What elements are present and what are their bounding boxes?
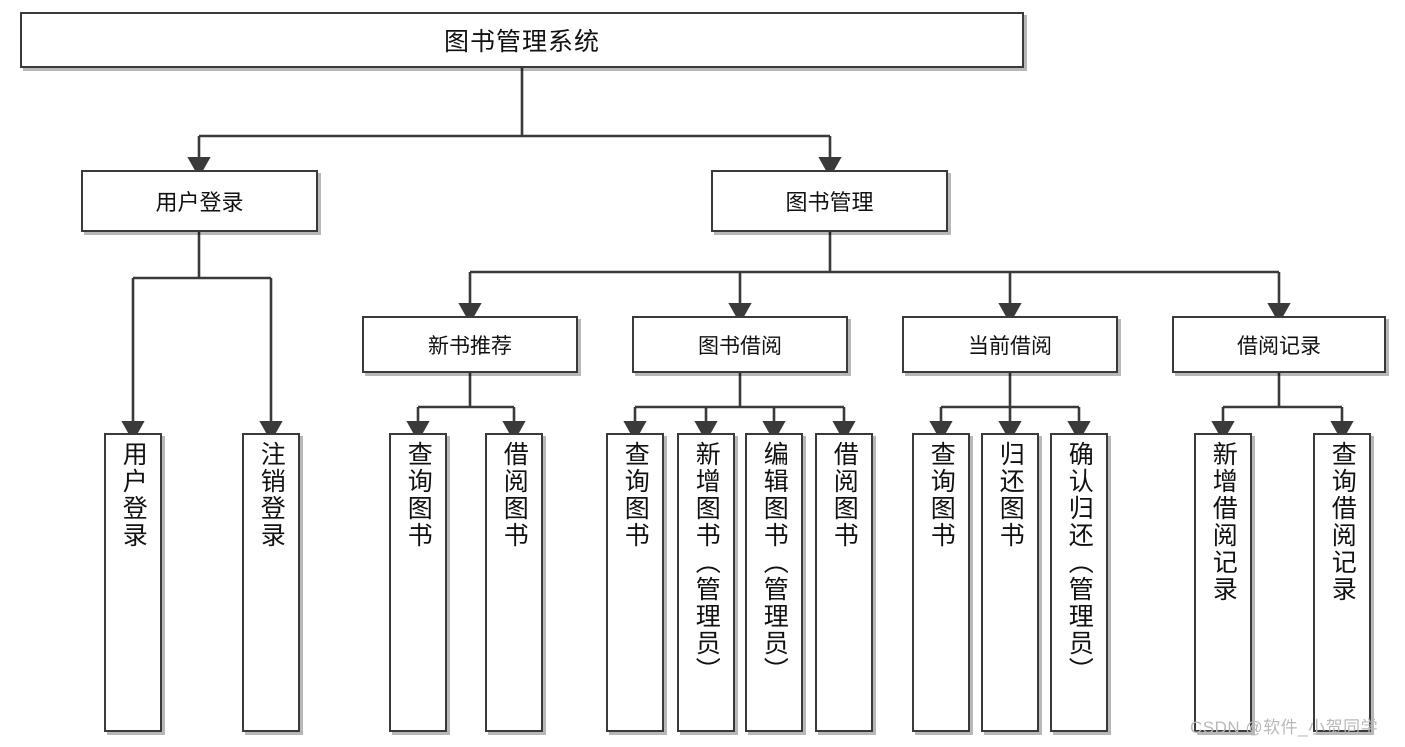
node-label: 用户登录: [119, 441, 148, 549]
node-label: 编辑图书（管理员）: [760, 441, 789, 684]
leaf-borrow-query-book[interactable]: 查询图书: [606, 433, 664, 732]
node-label: 新书推荐: [428, 334, 512, 358]
leaf-current-return-book[interactable]: 归还图书: [981, 433, 1039, 732]
node-label: 归还图书: [996, 441, 1025, 549]
node-book-borrow[interactable]: 图书借阅: [632, 316, 848, 373]
leaf-borrow-borrow-book[interactable]: 借阅图书: [815, 433, 873, 732]
node-root[interactable]: 图书管理系统: [20, 12, 1024, 68]
leaf-new-book-query[interactable]: 查询图书: [389, 433, 447, 732]
leaf-current-query-book[interactable]: 查询图书: [912, 433, 970, 732]
node-label: 借阅记录: [1237, 334, 1321, 358]
leaf-user-logout[interactable]: 注销登录: [242, 433, 300, 732]
node-label: 注销登录: [257, 441, 286, 549]
node-label: 查询图书: [621, 441, 650, 549]
node-label: 查询图书: [927, 441, 956, 549]
leaf-current-confirm-return[interactable]: 确认归还（管理员）: [1050, 433, 1108, 732]
node-label: 当前借阅: [968, 334, 1052, 358]
leaf-borrow-add-book[interactable]: 新增图书（管理员）: [677, 433, 735, 732]
node-user-login[interactable]: 用户登录: [81, 170, 318, 232]
node-current-borrow[interactable]: 当前借阅: [902, 316, 1118, 373]
node-new-book-recommend[interactable]: 新书推荐: [362, 316, 578, 373]
node-label: 新增图书（管理员）: [692, 441, 721, 684]
node-label: 图书管理系统: [443, 28, 600, 56]
node-borrow-record[interactable]: 借阅记录: [1172, 316, 1386, 373]
node-label: 借阅图书: [500, 441, 529, 549]
node-label: 新增借阅记录: [1209, 441, 1238, 603]
node-book-management[interactable]: 图书管理: [711, 170, 948, 232]
node-label: 图书借阅: [698, 334, 782, 358]
node-label: 用户登录: [155, 190, 244, 215]
leaf-borrow-edit-book[interactable]: 编辑图书（管理员）: [745, 433, 803, 732]
leaf-record-query[interactable]: 查询借阅记录: [1313, 433, 1371, 732]
node-label: 借阅图书: [830, 441, 859, 549]
leaf-record-add[interactable]: 新增借阅记录: [1194, 433, 1252, 732]
leaf-user-login[interactable]: 用户登录: [104, 433, 162, 732]
leaf-new-book-borrow[interactable]: 借阅图书: [485, 433, 543, 732]
node-label: 查询借阅记录: [1328, 441, 1357, 603]
node-label: 确认归还（管理员）: [1065, 441, 1094, 684]
watermark-text: CSDN @软件_小贺同学: [1190, 718, 1379, 737]
node-label: 查询图书: [404, 441, 433, 549]
node-label: 图书管理: [785, 190, 874, 215]
